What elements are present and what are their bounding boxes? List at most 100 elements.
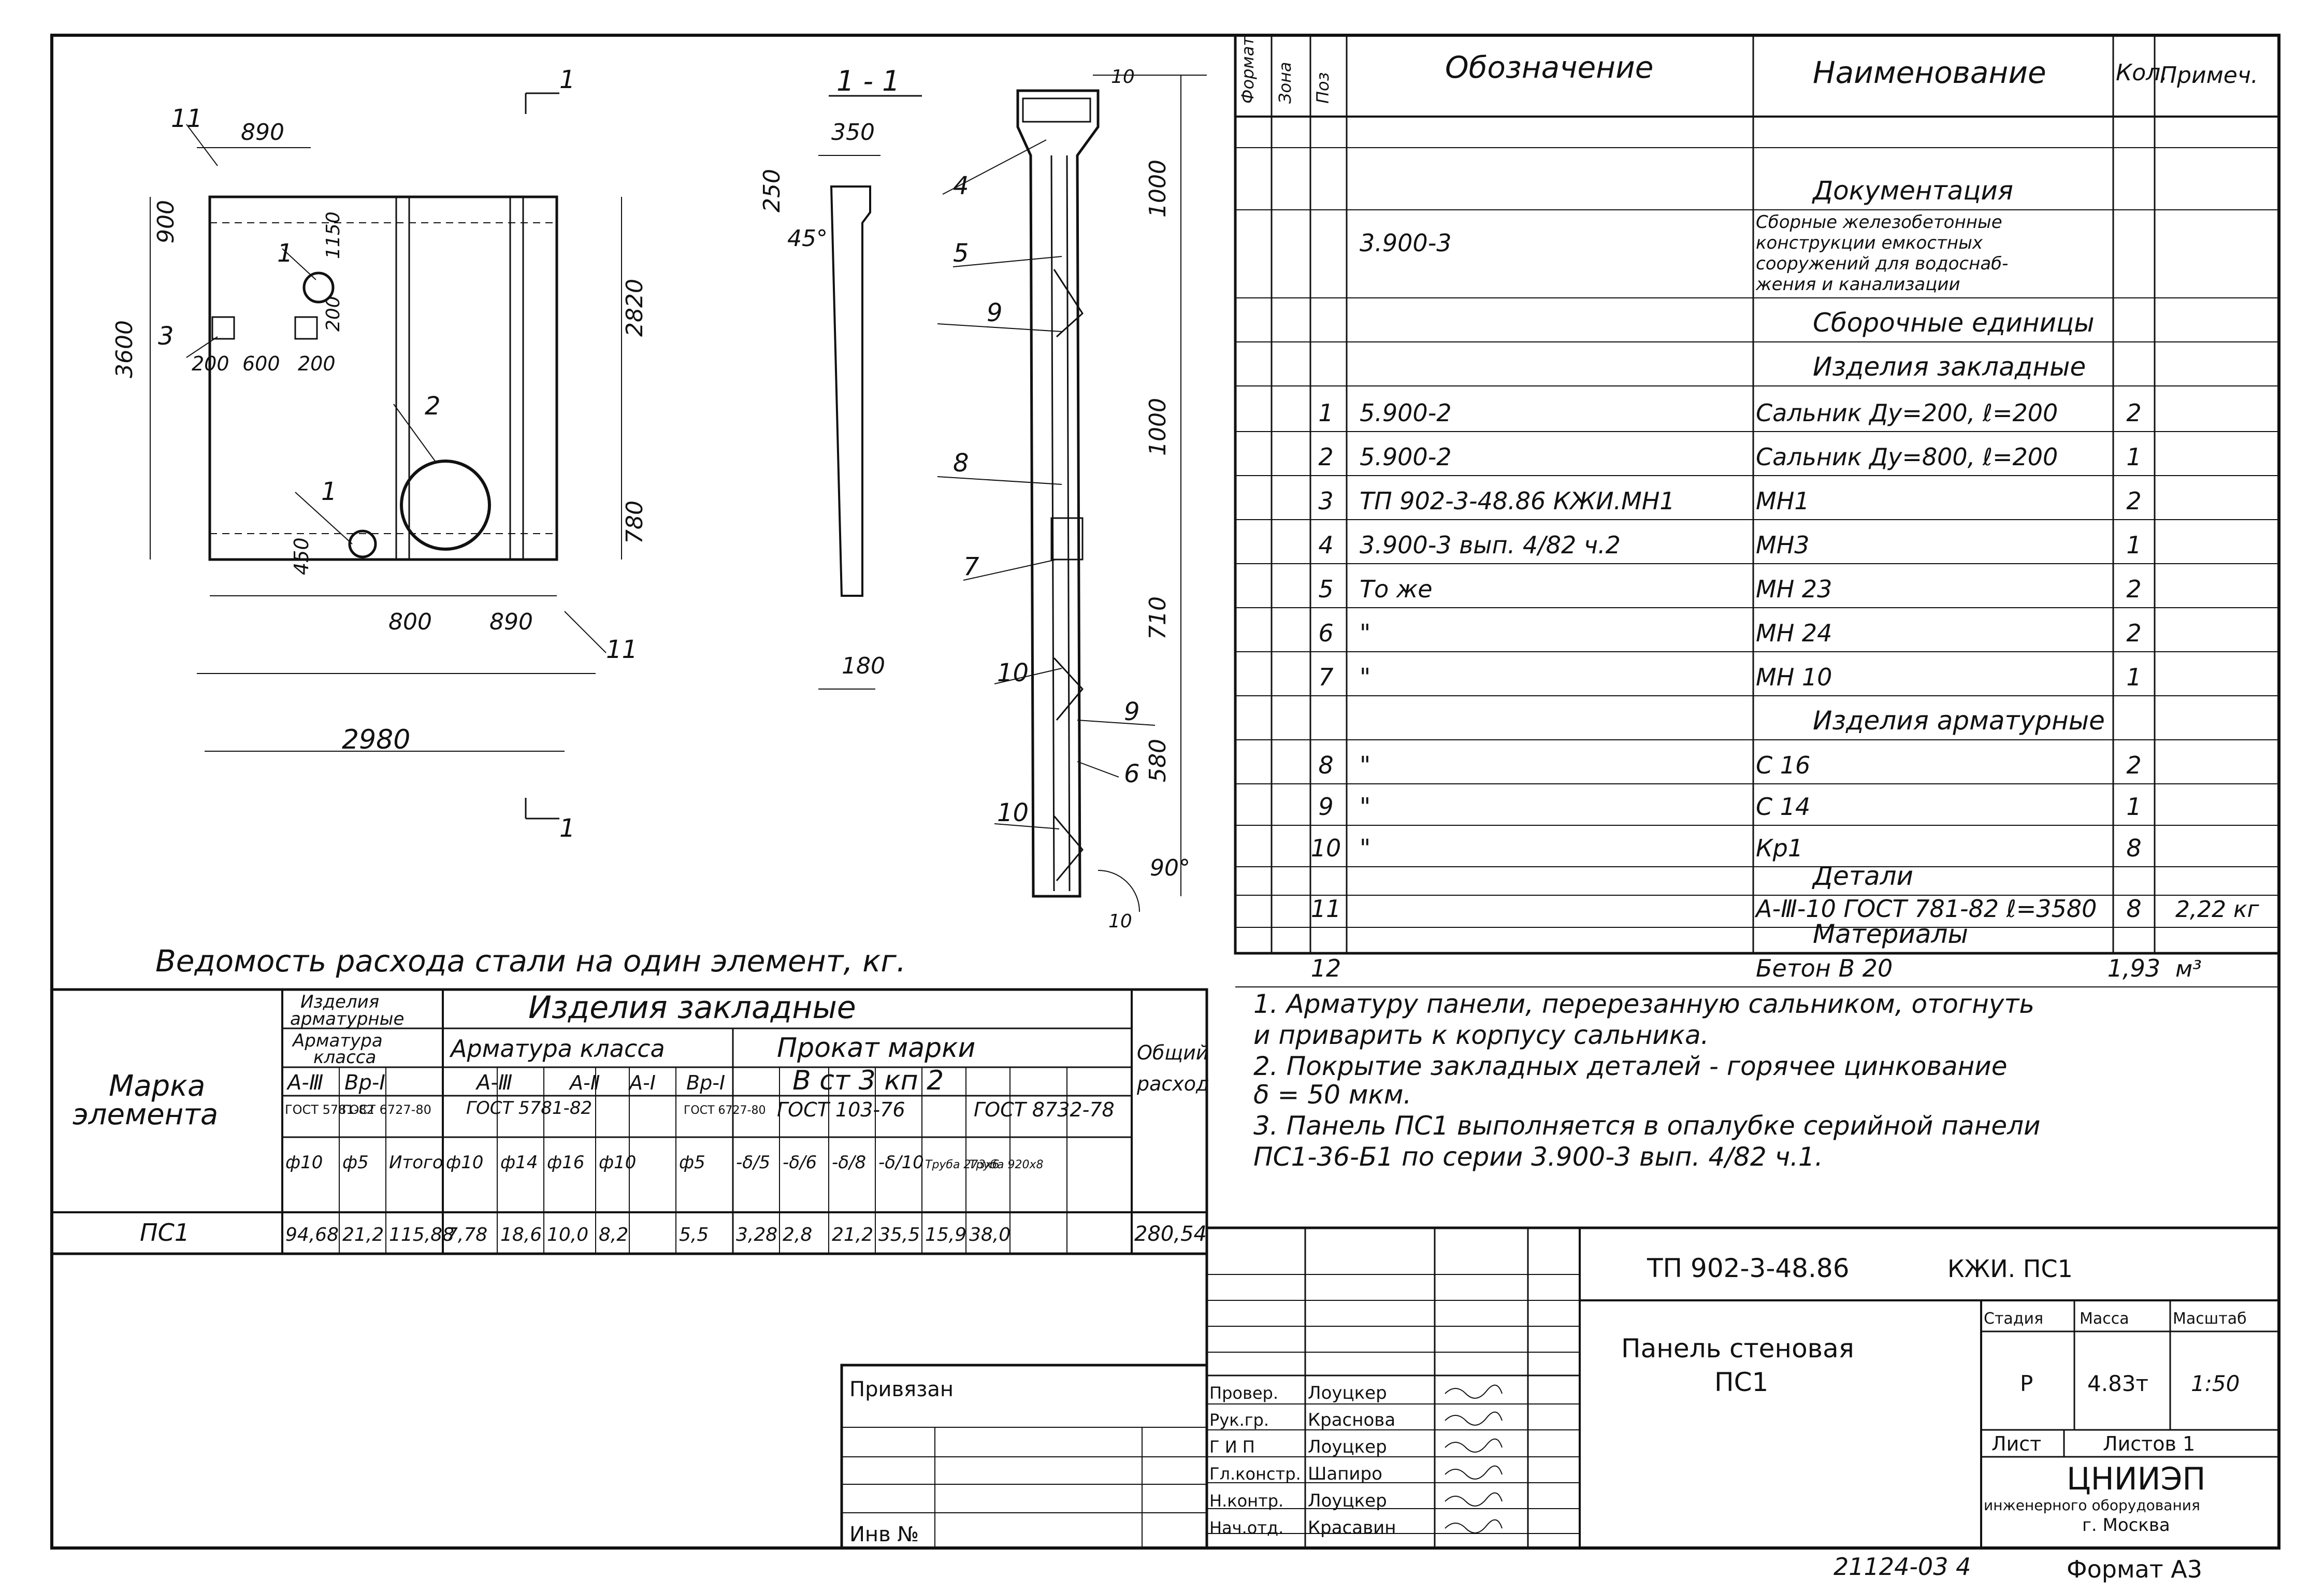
section-profile (830, 185, 871, 597)
spec-name: МН 23 (1756, 575, 1832, 603)
signature (1445, 1438, 1503, 1453)
scale-value: 1:50 (2191, 1371, 2240, 1396)
steel-class-a3-embed: А-Ⅲ (475, 1071, 512, 1095)
steel-col-header: ф10 (446, 1152, 483, 1173)
steel-class-a1: А-Ⅰ (628, 1071, 656, 1094)
plan-annotations: 890 900 3600 1150 200 200 600 200 2820 7… (111, 65, 648, 843)
dim-10-bottom: 10 (1108, 911, 1132, 932)
steel-col-header: ф5 (342, 1152, 369, 1173)
spec-pos: 1 (1318, 399, 1333, 427)
section-title: 1 - 1 (836, 65, 900, 97)
general-notes: 1. Арматуру панели, перерезанную сальник… (1253, 989, 2041, 1172)
staff-role: Н.контр. (1209, 1491, 1283, 1511)
embedded-plate-right (294, 316, 318, 340)
steel-class-bp1: Вр-Ⅰ (344, 1071, 385, 1095)
detail-profile (1016, 89, 1100, 898)
reinforcement-detail-view (937, 75, 1207, 912)
steel-value: 94,68 (285, 1224, 339, 1245)
steel-gost-2: ГОСТ 6727-80 (342, 1102, 431, 1117)
steel-gost-3: ГОСТ 5781-82 (466, 1098, 592, 1119)
stage-header: Стадия (1984, 1310, 2043, 1328)
spec-pos: 6 (1318, 619, 1333, 647)
steel-value: 8,2 (599, 1224, 628, 1245)
dim-890-top: 890 (241, 119, 284, 146)
spec-name: Сборочные единицы (1813, 308, 2095, 338)
spec-pos: 4 (1318, 531, 1333, 559)
spec-header-name: Наименование (1813, 55, 2046, 90)
spec-pos: 12 (1311, 954, 1341, 982)
steel-total-header: Общий (1137, 1041, 1209, 1064)
section-annotations: 1 - 1 350 250 45° 180 (759, 65, 900, 679)
title-block (840, 1226, 2280, 1550)
dim-1000-b: 1000 (1145, 398, 1171, 456)
org-city: г. Москва (2082, 1515, 2170, 1536)
gland-200-lower (348, 529, 377, 558)
spec-designation: 5.900-2 (1360, 399, 1452, 427)
spec-note: м³ (2175, 956, 2202, 982)
steel-consumption-table: Марка элемента Изделия арматурные Издели… (50, 988, 1209, 1255)
steel-value: 18,6 (500, 1224, 542, 1245)
staff-role: Нач.отд. (1209, 1518, 1283, 1538)
staff-name: Лоуцкер (1308, 1437, 1387, 1457)
spec-qty: 2 (2126, 487, 2141, 515)
callout-8: 8 (953, 449, 969, 478)
spec-header-qty: Кол. (2116, 60, 2168, 86)
callout-2: 2 (425, 392, 441, 421)
stage-value: Р (2020, 1371, 2033, 1396)
signature (1445, 1384, 1503, 1399)
spec-qty: 1 (2126, 531, 2141, 559)
steel-value: 38,0 (969, 1224, 1011, 1245)
dim-890-bottom: 890 (489, 609, 533, 635)
callout-1-upper: 1 (277, 239, 293, 268)
spec-name: С 16 (1756, 751, 1810, 779)
doc-title: Панель стеновая (1621, 1334, 1854, 1364)
steel-rolled-header: Прокат марки (777, 1033, 975, 1064)
spec-designation: " (1360, 619, 1370, 647)
inv-label: Инв № (849, 1523, 919, 1546)
spec-name: Изделия закладные (1813, 352, 2086, 382)
gland-200-upper (302, 271, 335, 304)
steel-col-header: Итого (389, 1152, 443, 1173)
steel-reinf-class-2: класса (313, 1047, 376, 1068)
steel-reinf-group: Изделия (300, 992, 379, 1012)
signature (1445, 1465, 1503, 1480)
callout-1-lower: 1 (321, 477, 337, 506)
steel-reinf-class: Арматура (292, 1030, 383, 1051)
spec-pos: 3 (1318, 487, 1333, 515)
footer-format: Формат А3 (2067, 1555, 2202, 1583)
steel-col-header: Труба 273x6 (925, 1158, 999, 1171)
dim-800: 800 (388, 609, 432, 635)
doc-code: ТП 902-3-48.86 (1647, 1253, 1850, 1283)
spec-name: МН 10 (1756, 663, 1832, 691)
spec-qty: 8 (2126, 895, 2141, 923)
note-line: ПС1-36-Б1 по серии 3.900-3 вып. 4/82 ч.1… (1253, 1142, 1823, 1172)
dim-200-v: 200 (323, 296, 344, 332)
spec-header-1: Зона (1275, 62, 1295, 104)
callout-4: 4 (953, 171, 969, 200)
embedded-plate-left (211, 316, 235, 340)
spec-name-line: конструкции емкостных (1756, 233, 1983, 253)
spec-name: МН 24 (1756, 619, 1832, 647)
spec-qty: 2 (2126, 619, 2141, 647)
steel-col-header: ф14 (500, 1152, 538, 1173)
staff-role: Рук.гр. (1209, 1410, 1269, 1430)
signature (1445, 1519, 1503, 1533)
callout-10-lower: 10 (997, 798, 1029, 827)
steel-gost-4: ГОСТ 6727-80 (684, 1104, 766, 1117)
steel-col-header: ф10 (599, 1152, 636, 1173)
steel-col-header: -δ/8 (832, 1152, 866, 1173)
dim-250: 250 (759, 169, 785, 212)
dim-1000-a: 1000 (1145, 160, 1171, 218)
gland-800 (400, 460, 491, 551)
spec-designation: 3.900-3 (1360, 229, 1452, 257)
dim-3600: 3600 (111, 320, 138, 378)
dim-580: 580 (1145, 739, 1171, 782)
callout-9-lower: 9 (1124, 697, 1140, 726)
dim-600: 600 (242, 352, 280, 375)
spec-pos: 10 (1311, 834, 1341, 862)
dim-350: 350 (831, 119, 875, 146)
callout-11-top: 11 (171, 104, 203, 133)
callout-10-upper: 10 (997, 658, 1029, 687)
